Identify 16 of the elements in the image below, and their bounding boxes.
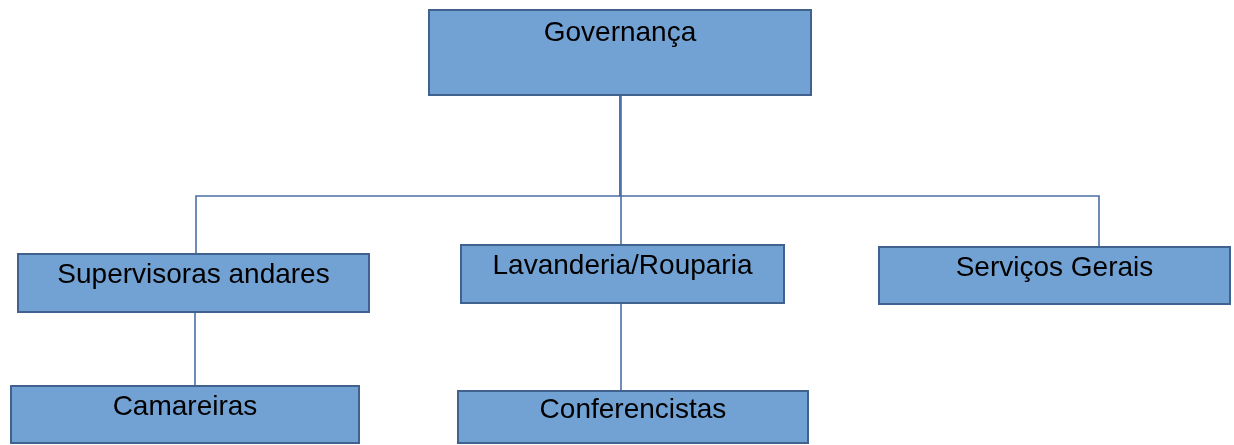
connector-line: [194, 312, 196, 386]
org-box: [10, 385, 360, 444]
box-label: Conferencistas: [539, 394, 727, 425]
org-box: [428, 9, 812, 96]
box-label: Lavanderia/Rouparia: [492, 250, 753, 281]
connector-line: [620, 95, 622, 245]
org-box: [460, 244, 785, 304]
box-label: Serviços Gerais: [955, 252, 1154, 283]
box-label: Governança: [543, 17, 697, 48]
org-box: [457, 390, 809, 444]
org-box: [878, 246, 1231, 305]
box-label: Supervisoras andares: [57, 259, 330, 290]
connector-line: [620, 303, 622, 391]
box-label: Camareiras: [112, 391, 258, 422]
org-box: [17, 253, 370, 313]
connector-line: [619, 95, 1100, 247]
